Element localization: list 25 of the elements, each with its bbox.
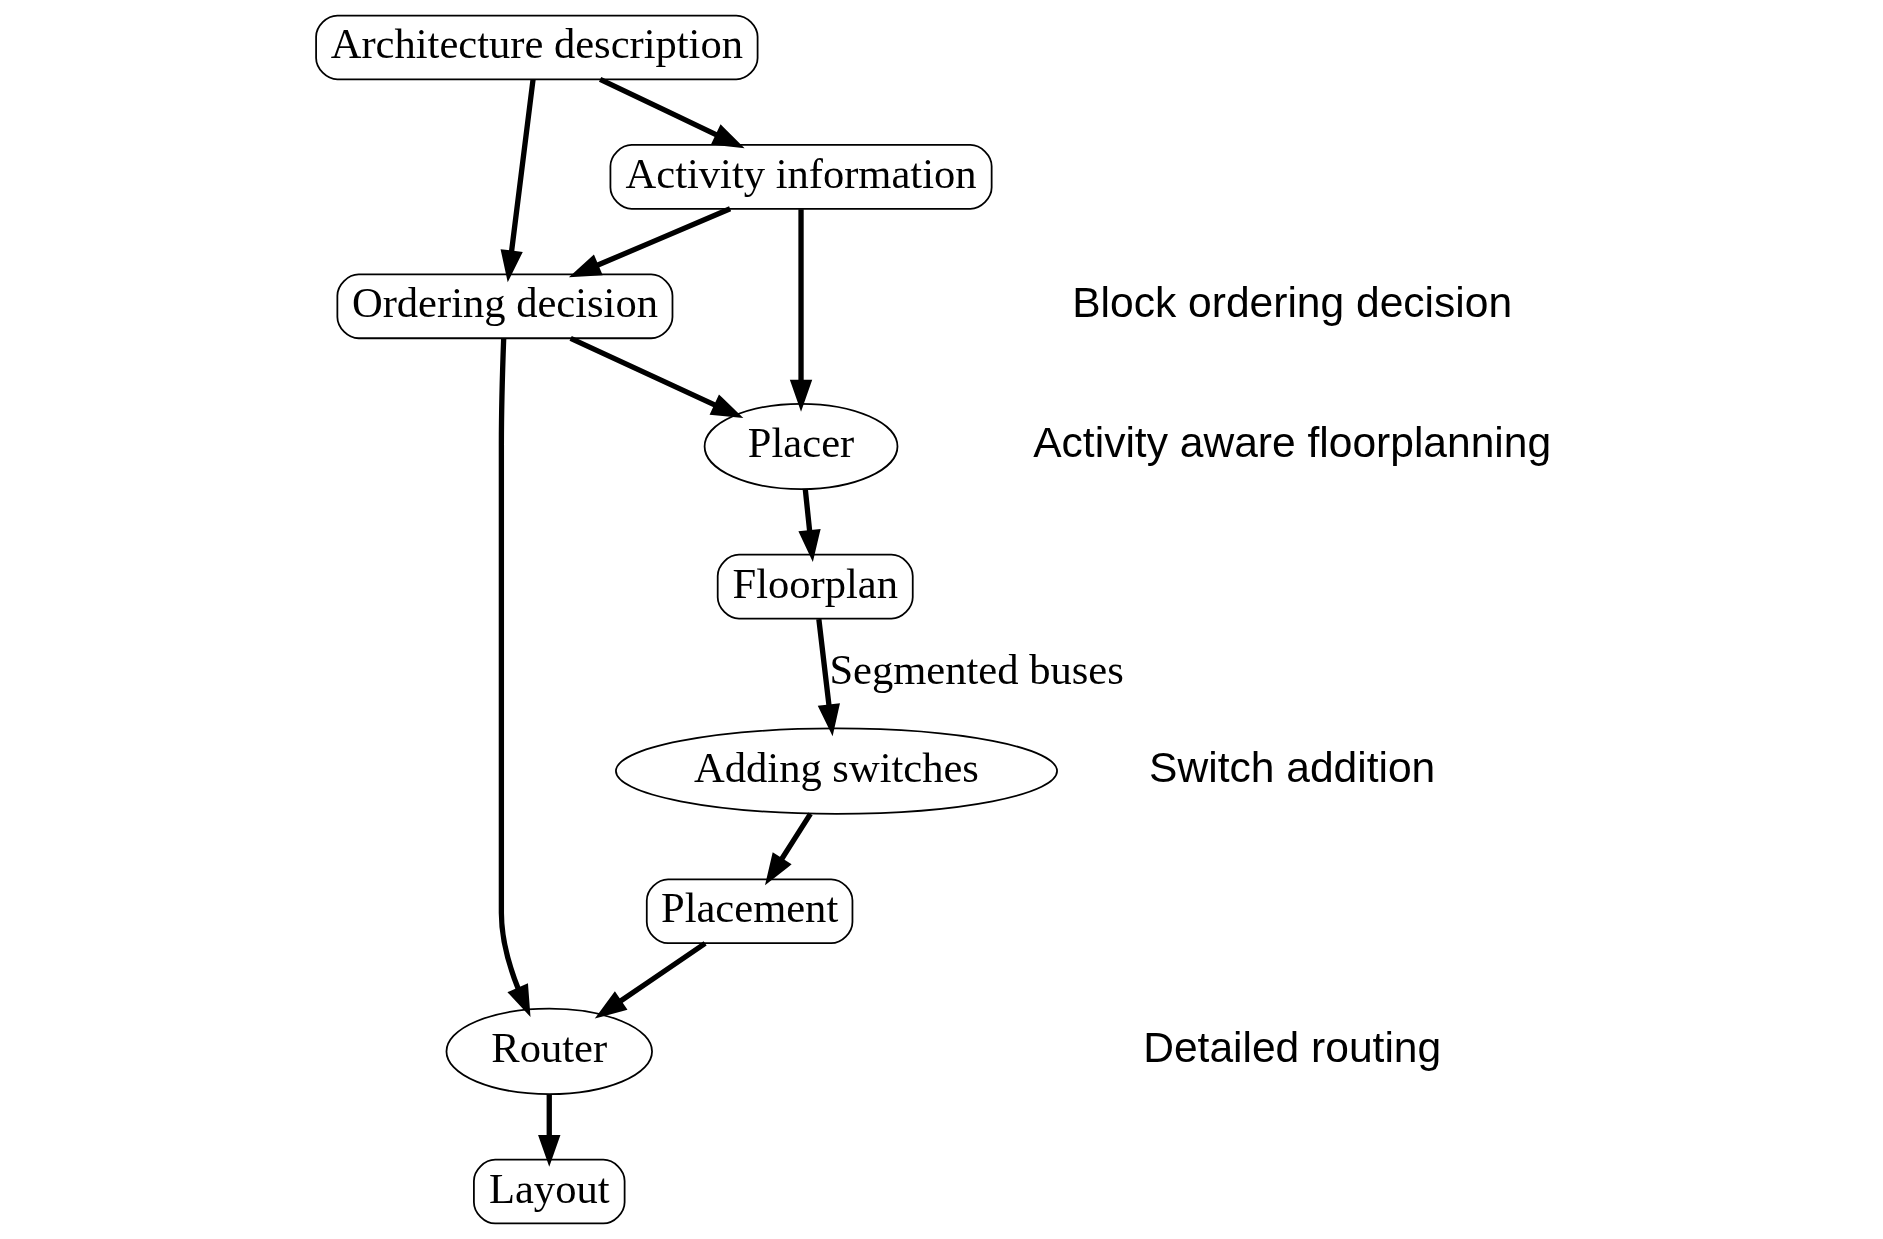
label: Block ordering decision bbox=[1071, 278, 1512, 327]
node-ellipse: Adding switches bbox=[614, 727, 1058, 815]
arrow bbox=[594, 941, 707, 1019]
arrow bbox=[797, 488, 821, 562]
arrow bbox=[537, 1094, 560, 1167]
node-box: Ordering decision bbox=[336, 273, 673, 340]
node-box: Placement bbox=[645, 878, 853, 945]
node-ellipse: Router bbox=[445, 1007, 653, 1095]
node-box: Architecture description bbox=[314, 14, 758, 81]
arrow bbox=[764, 812, 813, 886]
label: Detailed routing bbox=[1142, 1023, 1441, 1072]
label: Switch addition bbox=[1148, 743, 1435, 792]
arrow bbox=[598, 76, 745, 149]
node-box: Floorplan bbox=[716, 553, 914, 620]
arrow bbox=[500, 79, 536, 283]
arrow bbox=[789, 209, 812, 412]
arrow bbox=[569, 336, 743, 419]
edge-label: Segmented buses bbox=[828, 646, 1124, 694]
node-box: Activity information bbox=[609, 144, 993, 210]
arrow bbox=[498, 338, 530, 1018]
arrow bbox=[815, 618, 840, 737]
label: Activity aware floorplanning bbox=[1032, 418, 1551, 467]
node-box: Layout bbox=[472, 1158, 625, 1225]
node-ellipse: Placer bbox=[703, 402, 898, 491]
arrow bbox=[568, 206, 731, 278]
